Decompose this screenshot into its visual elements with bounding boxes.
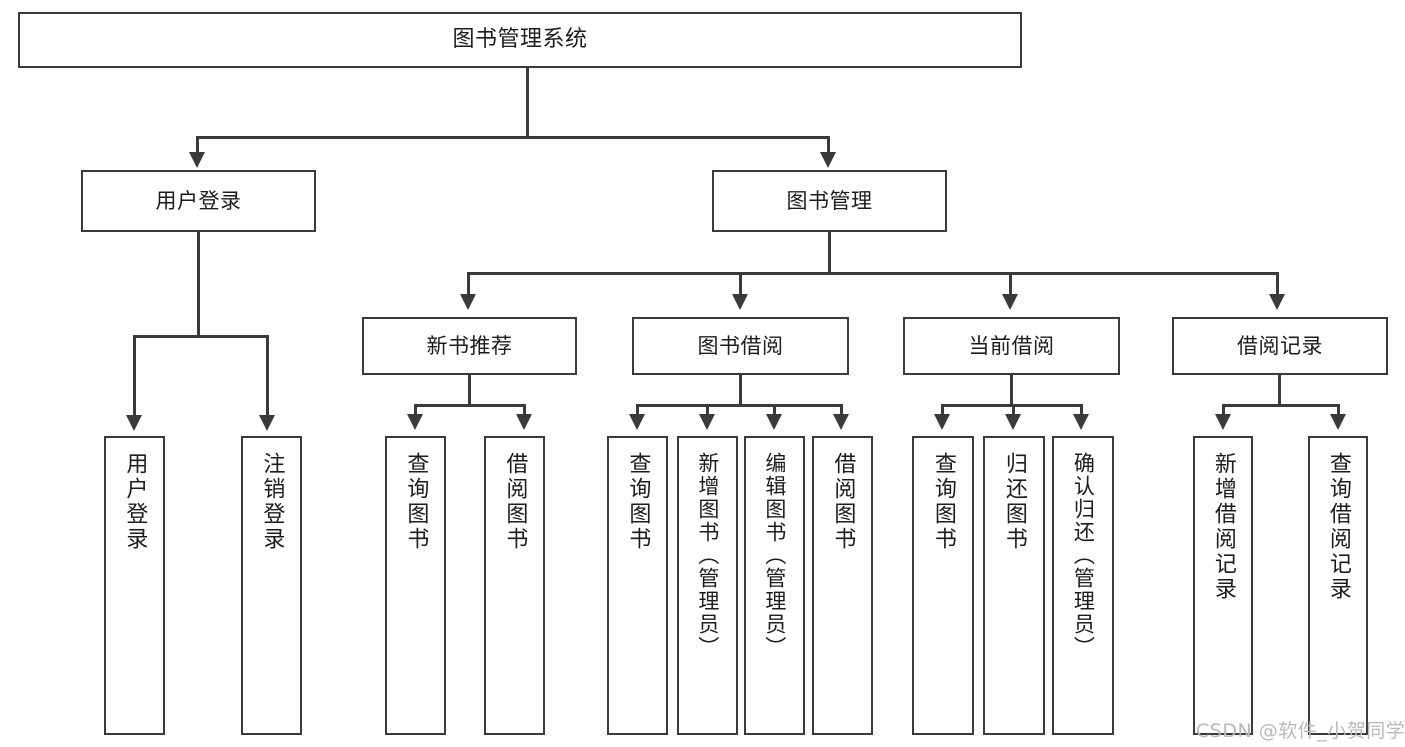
connector-recommend-child-1 (414, 404, 417, 418)
csdn-watermark: CSDN @软件_小贺同学 (1196, 720, 1405, 742)
connector-to-user-login (196, 136, 199, 156)
leaf-borrow-borrow-book[interactable]: 借阅图书 (812, 436, 873, 735)
connector-recommend-stem (468, 375, 471, 404)
node-label: 查询图书 (625, 452, 651, 552)
connector-current-child-2 (1012, 404, 1015, 418)
node-borrow-record[interactable]: 借阅记录 (1172, 317, 1388, 375)
connector-borrow-child-3 (773, 404, 776, 418)
node-label: 新增借阅记录 (1210, 452, 1236, 602)
connector-user-login-child-2 (266, 335, 269, 419)
connector-borrow-stem (739, 375, 742, 404)
arrowhead-book-borrow (732, 294, 748, 310)
leaf-current-return-book[interactable]: 归还图书 (983, 436, 1045, 735)
node-book-management[interactable]: 图书管理 (712, 170, 947, 232)
arrowhead-book-manage (820, 152, 836, 168)
node-label: 图书借阅 (697, 333, 784, 358)
node-book-borrow[interactable]: 图书借阅 (632, 317, 849, 375)
node-label: 用户登录 (122, 452, 148, 552)
arrowhead-recommend-borrow-book (516, 414, 532, 430)
node-new-book-recommend[interactable]: 新书推荐 (362, 317, 577, 375)
node-label: 查询图书 (403, 452, 429, 552)
node-label: 用户登录 (155, 188, 242, 213)
arrowhead-leaf-user-login (126, 415, 142, 431)
node-label: 查询借阅记录 (1325, 452, 1351, 602)
node-label: 图书管理系统 (452, 26, 588, 52)
connector-to-book-manage (827, 136, 830, 156)
leaf-current-confirm-return[interactable]: 确认归还（管理员） (1052, 436, 1114, 735)
node-label: 借阅记录 (1237, 333, 1323, 358)
connector-record-stem (1278, 375, 1281, 404)
arrowhead-new-book-recommend (460, 294, 476, 310)
node-root-system[interactable]: 图书管理系统 (18, 12, 1022, 68)
node-label: 编辑图书（管理员） (762, 452, 787, 659)
arrowhead-current-return-book (1005, 414, 1021, 430)
connector-user-login-bar (133, 335, 269, 338)
node-label: 确认归还（管理员） (1071, 452, 1096, 659)
leaf-record-add-record[interactable]: 新增借阅记录 (1193, 436, 1253, 735)
connector-current-child-3 (1080, 404, 1083, 418)
connector-borrow-child-4 (840, 404, 843, 418)
leaf-borrow-add-book[interactable]: 新增图书（管理员） (677, 436, 738, 735)
connector-current-child-1 (941, 404, 944, 418)
node-label: 查询图书 (930, 452, 956, 552)
node-user-login[interactable]: 用户登录 (81, 170, 316, 232)
arrowhead-record-query-record (1330, 414, 1346, 430)
leaf-borrow-query-book[interactable]: 查询图书 (607, 436, 668, 735)
node-label: 注销登录 (259, 452, 285, 552)
connector-record-child-2 (1337, 404, 1340, 418)
node-label: 借阅图书 (502, 452, 528, 552)
leaf-user-login[interactable]: 用户登录 (104, 436, 165, 735)
connector-book-manage-child-4 (1276, 272, 1279, 298)
connector-current-stem (1010, 375, 1013, 404)
connector-recommend-child-2 (523, 404, 526, 418)
node-current-borrow[interactable]: 当前借阅 (903, 317, 1120, 375)
connector-record-child-1 (1222, 404, 1225, 418)
node-label: 新书推荐 (426, 333, 513, 358)
connector-recommend-bar (414, 404, 526, 407)
arrowhead-leaf-logout (259, 415, 275, 431)
arrowhead-borrow-query-book (629, 414, 645, 430)
leaf-record-query-record[interactable]: 查询借阅记录 (1308, 436, 1368, 735)
arrowhead-borrow-record (1269, 294, 1285, 310)
arrowhead-borrow-add-book (699, 414, 715, 430)
node-label: 图书管理 (786, 188, 873, 213)
arrowhead-current-borrow (1002, 294, 1018, 310)
connector-book-manage-bar (467, 272, 1279, 275)
connector-root-bar (196, 136, 830, 139)
node-label: 归还图书 (1001, 452, 1027, 552)
connector-user-login-child-1 (133, 335, 136, 419)
connector-borrow-child-2 (706, 404, 709, 418)
connector-borrow-child-1 (636, 404, 639, 418)
leaf-logout[interactable]: 注销登录 (241, 436, 302, 735)
connector-root-stem (526, 68, 529, 136)
connector-borrow-bar (636, 404, 843, 407)
connector-book-manage-child-2 (739, 272, 742, 298)
arrowhead-borrow-borrow-book (833, 414, 849, 430)
connector-book-manage-stem (828, 232, 831, 272)
arrowhead-current-confirm-return (1073, 414, 1089, 430)
leaf-current-query-book[interactable]: 查询图书 (912, 436, 974, 735)
leaf-borrow-edit-book[interactable]: 编辑图书（管理员） (744, 436, 805, 735)
arrowhead-recommend-query-book (407, 414, 423, 430)
node-label: 新增图书（管理员） (695, 452, 720, 659)
leaf-recommend-query-book[interactable]: 查询图书 (385, 436, 446, 735)
connector-user-login-stem (197, 232, 200, 335)
connector-book-manage-child-3 (1009, 272, 1012, 298)
arrowhead-user-login (189, 152, 205, 168)
arrowhead-borrow-edit-book (766, 414, 782, 430)
connector-book-manage-child-1 (467, 272, 470, 298)
connector-record-bar (1222, 404, 1340, 407)
node-label: 借阅图书 (830, 452, 856, 552)
arrowhead-record-add-record (1215, 414, 1231, 430)
arrowhead-current-query-book (934, 414, 950, 430)
node-label: 当前借阅 (968, 333, 1055, 358)
leaf-recommend-borrow-book[interactable]: 借阅图书 (484, 436, 545, 735)
